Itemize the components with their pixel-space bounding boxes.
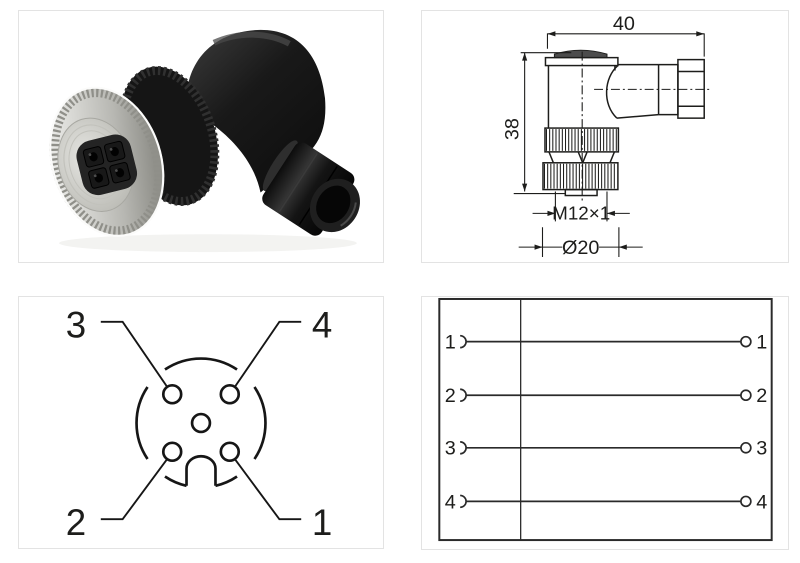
- wiring-frame: [438, 297, 773, 542]
- pin-label-3: 3: [66, 305, 86, 346]
- pin-label-2: 2: [66, 502, 86, 543]
- contact-insert: [76, 134, 138, 196]
- drop-shadow: [59, 234, 357, 253]
- wire-left-label: 1: [445, 332, 456, 354]
- pin-contact-symbol: [740, 441, 752, 454]
- wiring-diagram: 1 1 2 2 3 3: [438, 297, 773, 542]
- nut-rim-highlight: [49, 86, 165, 237]
- panel-wiring: 1 1 2 2 3 3: [421, 296, 789, 550]
- panel-dimension-drawing: 40 38 M12×1 Ø20: [421, 10, 789, 263]
- pin-contact-symbol: [740, 335, 752, 348]
- gasket: [553, 49, 608, 59]
- connector-outline: [542, 49, 713, 201]
- panel-photo: [18, 10, 384, 263]
- wire-right-label: 1: [756, 332, 767, 354]
- dimension-length: 40: [546, 13, 705, 57]
- socket-holes: [89, 147, 125, 183]
- body-highlight: [212, 31, 291, 47]
- dim-label-length: 40: [613, 13, 635, 35]
- pin-3: [161, 383, 183, 405]
- wire-left-label: 2: [445, 385, 456, 407]
- socket-contact-symbol: [460, 388, 467, 403]
- elbow-curve: [605, 65, 619, 119]
- dim-label-thread: M12×1: [552, 202, 610, 223]
- pin-4: [219, 383, 241, 405]
- knurled-ring-upper: [544, 127, 620, 153]
- dimension-diameter: Ø20: [518, 227, 643, 259]
- wire-row: 1 1: [445, 332, 768, 354]
- silver-knurl-texture: [49, 87, 165, 237]
- pin-1: [219, 441, 241, 463]
- knurl-hatch-lower: [543, 163, 615, 189]
- socket-contact-symbol: [460, 494, 467, 509]
- connector-photo: [49, 29, 360, 253]
- dimension-thread: M12×1: [532, 191, 630, 223]
- waist: [548, 151, 616, 164]
- cable-entry-hole: [309, 178, 360, 233]
- socket-contact-symbol: [460, 334, 467, 349]
- thread-face: [564, 188, 598, 197]
- leader-lines: [100, 320, 302, 521]
- socket-contact-symbol: [460, 441, 467, 455]
- pin-label-4: 4: [312, 305, 332, 346]
- pin-center: [190, 412, 212, 434]
- pin-label-1: 1: [312, 502, 332, 543]
- pinout-diagram: 3 4 2 1: [66, 305, 332, 543]
- pin-holes: [161, 383, 241, 463]
- wire-right-label: 2: [756, 385, 767, 407]
- panel-pinout: 3 4 2 1: [18, 296, 384, 549]
- wire-row: 3 3: [445, 438, 768, 460]
- wire-right-label: 3: [756, 438, 767, 460]
- gland-seam: [262, 140, 298, 192]
- dimension-height: 38: [502, 52, 572, 195]
- wire-row: 4 4: [445, 491, 768, 513]
- keyway-notch: [185, 454, 217, 486]
- black-knurl-texture: [119, 66, 220, 206]
- wire-right-label: 4: [756, 491, 767, 513]
- wire-left-label: 3: [445, 438, 456, 460]
- knurl-hatch-upper: [545, 129, 617, 151]
- wire-row: 2 2: [445, 385, 768, 407]
- dim-label-diameter: Ø20: [562, 237, 599, 259]
- wire-left-label: 4: [445, 491, 456, 513]
- pin-2: [161, 441, 183, 463]
- dim-label-height: 38: [502, 118, 524, 140]
- pin-contact-symbol: [740, 389, 752, 402]
- connector-face-circle: [135, 357, 267, 488]
- pin-contact-symbol: [740, 495, 752, 508]
- dimension-drawing: 40 38 M12×1 Ø20: [502, 13, 713, 259]
